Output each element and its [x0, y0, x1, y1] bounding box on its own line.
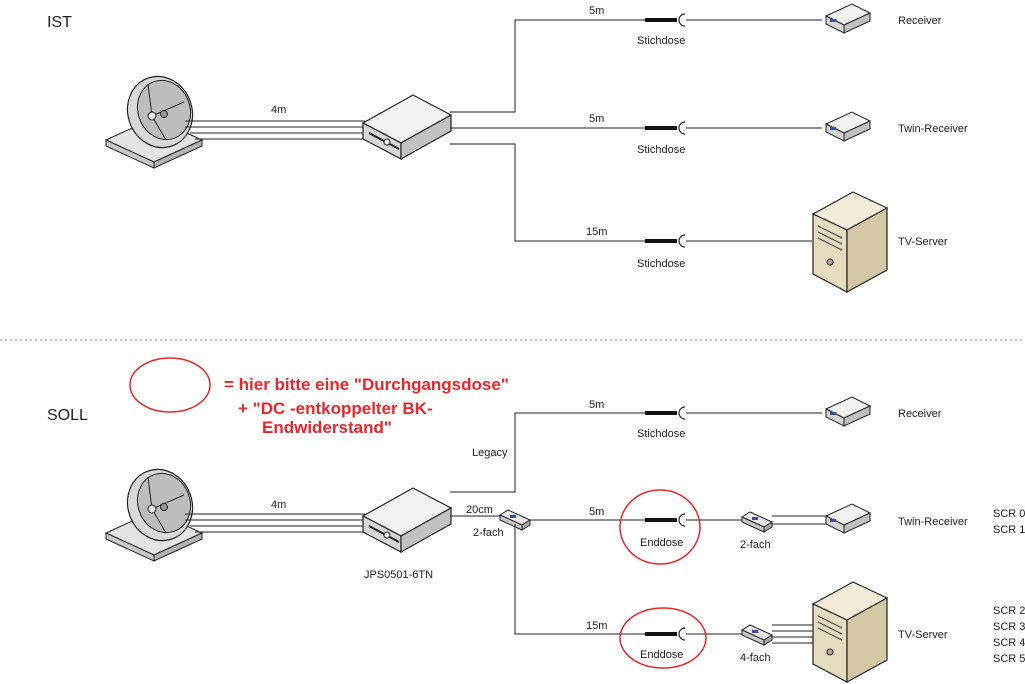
scr-label: SCR 5: [993, 653, 1025, 665]
legend-circle: [129, 357, 211, 413]
scr-label: SCR 0: [993, 508, 1025, 520]
dish-cables: [185, 120, 365, 140]
receiver-icon: [825, 503, 871, 534]
dish-cables: [185, 513, 365, 533]
server-icon: [812, 581, 888, 683]
splitter-icon: [741, 624, 773, 646]
server-icon: [812, 191, 888, 293]
splitter-cable-length: 20cm: [466, 504, 493, 516]
outlet-label: Stichdose: [637, 35, 685, 47]
scr-label: SCR 3: [993, 621, 1025, 633]
cable-length: 5m: [589, 399, 604, 411]
device-label: Receiver: [898, 408, 942, 420]
cable-length: 15m: [586, 226, 607, 238]
scr-label: SCR 1: [993, 524, 1025, 536]
switch-model: JPS0501-6TN: [364, 569, 433, 581]
splitter-type: 4-fach: [740, 652, 771, 664]
highlight-circle: [619, 607, 707, 669]
soll-branch-1: Legacy 5m Stichdose Receiver: [450, 396, 942, 493]
section-title-soll: SOLL: [47, 407, 88, 424]
legend-line-1: = hier bitte eine "Durchgangsdose": [224, 375, 509, 394]
device-label: TV-Server: [898, 629, 948, 641]
cable-length: 5m: [589, 113, 604, 125]
multiswitch-icon: [362, 487, 452, 553]
device-label: Receiver: [898, 15, 942, 27]
ist-branch-1: 5m Stichdose Receiver: [450, 3, 942, 113]
scr-label: SCR 4: [993, 637, 1025, 649]
cable-length: 5m: [589, 506, 604, 518]
receiver-icon: [825, 111, 871, 142]
splitter-type: 2-fach: [740, 539, 771, 551]
cable-length: 5m: [589, 5, 604, 17]
outlet-label: Enddose: [640, 537, 683, 549]
splitter-icon: [741, 511, 773, 533]
splitter-type: 2-fach: [473, 527, 504, 539]
soll-branch-2: 5m Enddose 2-fach Twin-Receiver SCR 0 SC…: [530, 489, 1025, 565]
legend-line-2: + "DC -entkoppelter BK-: [238, 399, 433, 418]
receiver-icon: [825, 396, 871, 427]
legend-line-3: Endwiderstand": [262, 418, 392, 437]
outlet-label: Stichdose: [637, 144, 685, 156]
dish-cable-length: 4m: [271, 499, 286, 511]
outlet-label: Stichdose: [637, 258, 685, 270]
ist-branch-2: 5m Stichdose Twin-Receiver: [450, 111, 968, 156]
multiswitch-icon: [362, 94, 452, 160]
device-label: Twin-Receiver: [898, 516, 968, 528]
scr-label: SCR 2: [993, 605, 1025, 617]
highlight-circle: [619, 489, 701, 565]
outlet-label: Enddose: [640, 649, 683, 661]
device-label: TV-Server: [898, 236, 948, 248]
legacy-label: Legacy: [472, 447, 508, 459]
device-label: Twin-Receiver: [898, 123, 968, 135]
section-title-ist: IST: [47, 14, 72, 31]
soll-branch-3: 15m Enddose 4-fach TV-Server SCR 2 SCR 3…: [514, 524, 1025, 683]
outlet-label: Stichdose: [637, 428, 685, 440]
satellite-dish-icon: [105, 459, 203, 562]
ist-branch-3: 15m Stichdose TV-Server: [450, 143, 948, 293]
receiver-icon: [825, 3, 871, 34]
cable-length: 15m: [586, 620, 607, 632]
satellite-dish-icon: [105, 66, 203, 169]
dish-cable-length: 4m: [271, 104, 286, 116]
